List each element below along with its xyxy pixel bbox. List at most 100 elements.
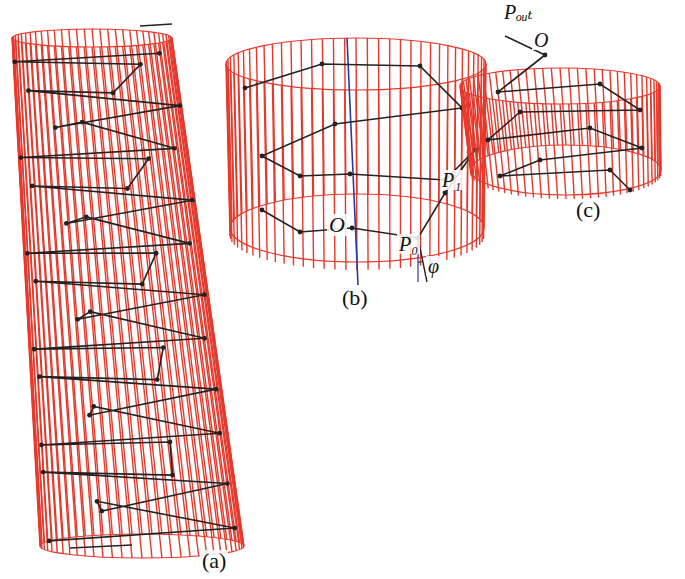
red-generator-line [345,38,346,194]
red-generator-line [264,46,267,204]
red-generator-line [577,104,582,199]
red-generator-line [159,33,227,539]
vertex-dot [496,90,501,95]
vertex-dot [172,146,177,151]
vertex-dot [538,158,543,163]
vertex-dot [80,120,85,125]
red-generator-line [543,104,550,199]
vertex-dot [640,146,645,151]
red-generator-line [136,31,198,537]
red-generator-line [301,40,303,197]
vertex-dot [243,86,248,91]
vertex-dot [138,62,143,67]
red-generator-line [586,69,591,146]
red-generator-line [30,44,63,554]
vertex-dot [350,226,355,231]
red-generator-line [577,68,582,145]
vertex-dot [225,481,230,486]
stub-line [70,545,132,548]
red-generator-line [462,83,473,166]
vertex-dot [146,156,151,161]
red-generator-line [378,38,380,194]
red-generator-line [333,38,335,194]
vertex-dot [33,279,38,284]
vertex-dot [25,251,30,256]
red-generator-line [657,81,658,163]
red-generator-line [526,103,534,198]
vertex-dot [418,64,423,69]
red-generator-line [250,49,253,208]
red-generator-line [483,74,493,154]
axis-line [347,38,358,285]
red-generator-line [256,47,259,206]
vertex-dot [348,172,353,177]
red-generator-line [551,104,557,199]
point-label: P₀ [397,234,420,254]
vertex-dot [47,539,52,544]
vertex-dot [161,345,166,350]
vertex-dot [638,108,643,113]
cylinder-c [460,36,661,199]
vertex-dot [41,470,46,475]
vertex-dot [111,91,116,96]
figure-label: (a) [200,550,228,572]
vertex-dot [53,125,58,130]
vertex-dot [26,88,31,93]
red-generator-line [400,40,401,196]
trajectory-a [15,53,235,541]
vertex-dot [140,282,145,287]
vertex-dot [333,122,338,127]
red-generator-line [642,76,644,156]
vertex-dot [486,138,491,143]
vertex-dot [39,443,44,448]
vertex-dot [202,292,207,297]
red-generator-line [569,104,575,199]
red-generator-line [281,43,284,200]
red-generator-line [518,102,526,196]
red-generator-line [551,68,557,145]
red-generator-line [631,73,633,152]
red-generator-line [473,77,483,158]
vertex-dot [518,110,523,115]
red-generator-line [163,34,232,541]
cylinder-b [226,38,486,285]
vertex-dot [260,208,265,213]
vertex-dot [154,251,159,256]
vertex-dot [260,154,265,159]
figure-label: (b) [340,287,370,309]
red-generator-line [14,36,42,543]
vertex-dot [168,440,173,445]
vertex-dot [232,526,237,531]
red-generator-line [624,72,627,151]
vertex-dot [91,404,96,409]
angle-arc [418,261,423,262]
vertex-dot [95,499,100,504]
red-generator-line [170,36,242,543]
red-generator-line [149,32,215,538]
red-generator-line [272,44,275,202]
vertex-dot [298,174,303,179]
figure-label: (c) [574,199,602,221]
vertex-dot [19,155,24,160]
red-generator-line [230,57,234,219]
vertex-dot [202,336,207,341]
vertex-dot [87,413,92,418]
vertex-dot [37,374,42,379]
red-generator-line [410,40,412,197]
point-label: P₁ [440,170,463,190]
vertex-dot [187,241,192,246]
rim-ellipse [12,29,172,47]
vertex-dot [84,214,89,219]
red-generator-line [594,69,598,146]
red-generator-line [602,70,606,148]
vertex-dot [75,317,80,322]
angle-label: φ [426,256,441,276]
vertex-dot [155,377,160,382]
vertex-dot [588,126,593,131]
red-generator-line [429,43,431,200]
red-generator-line [18,35,48,542]
red-generator-line [478,76,488,156]
red-generator-line [312,40,314,196]
vertex-dot [125,186,130,191]
